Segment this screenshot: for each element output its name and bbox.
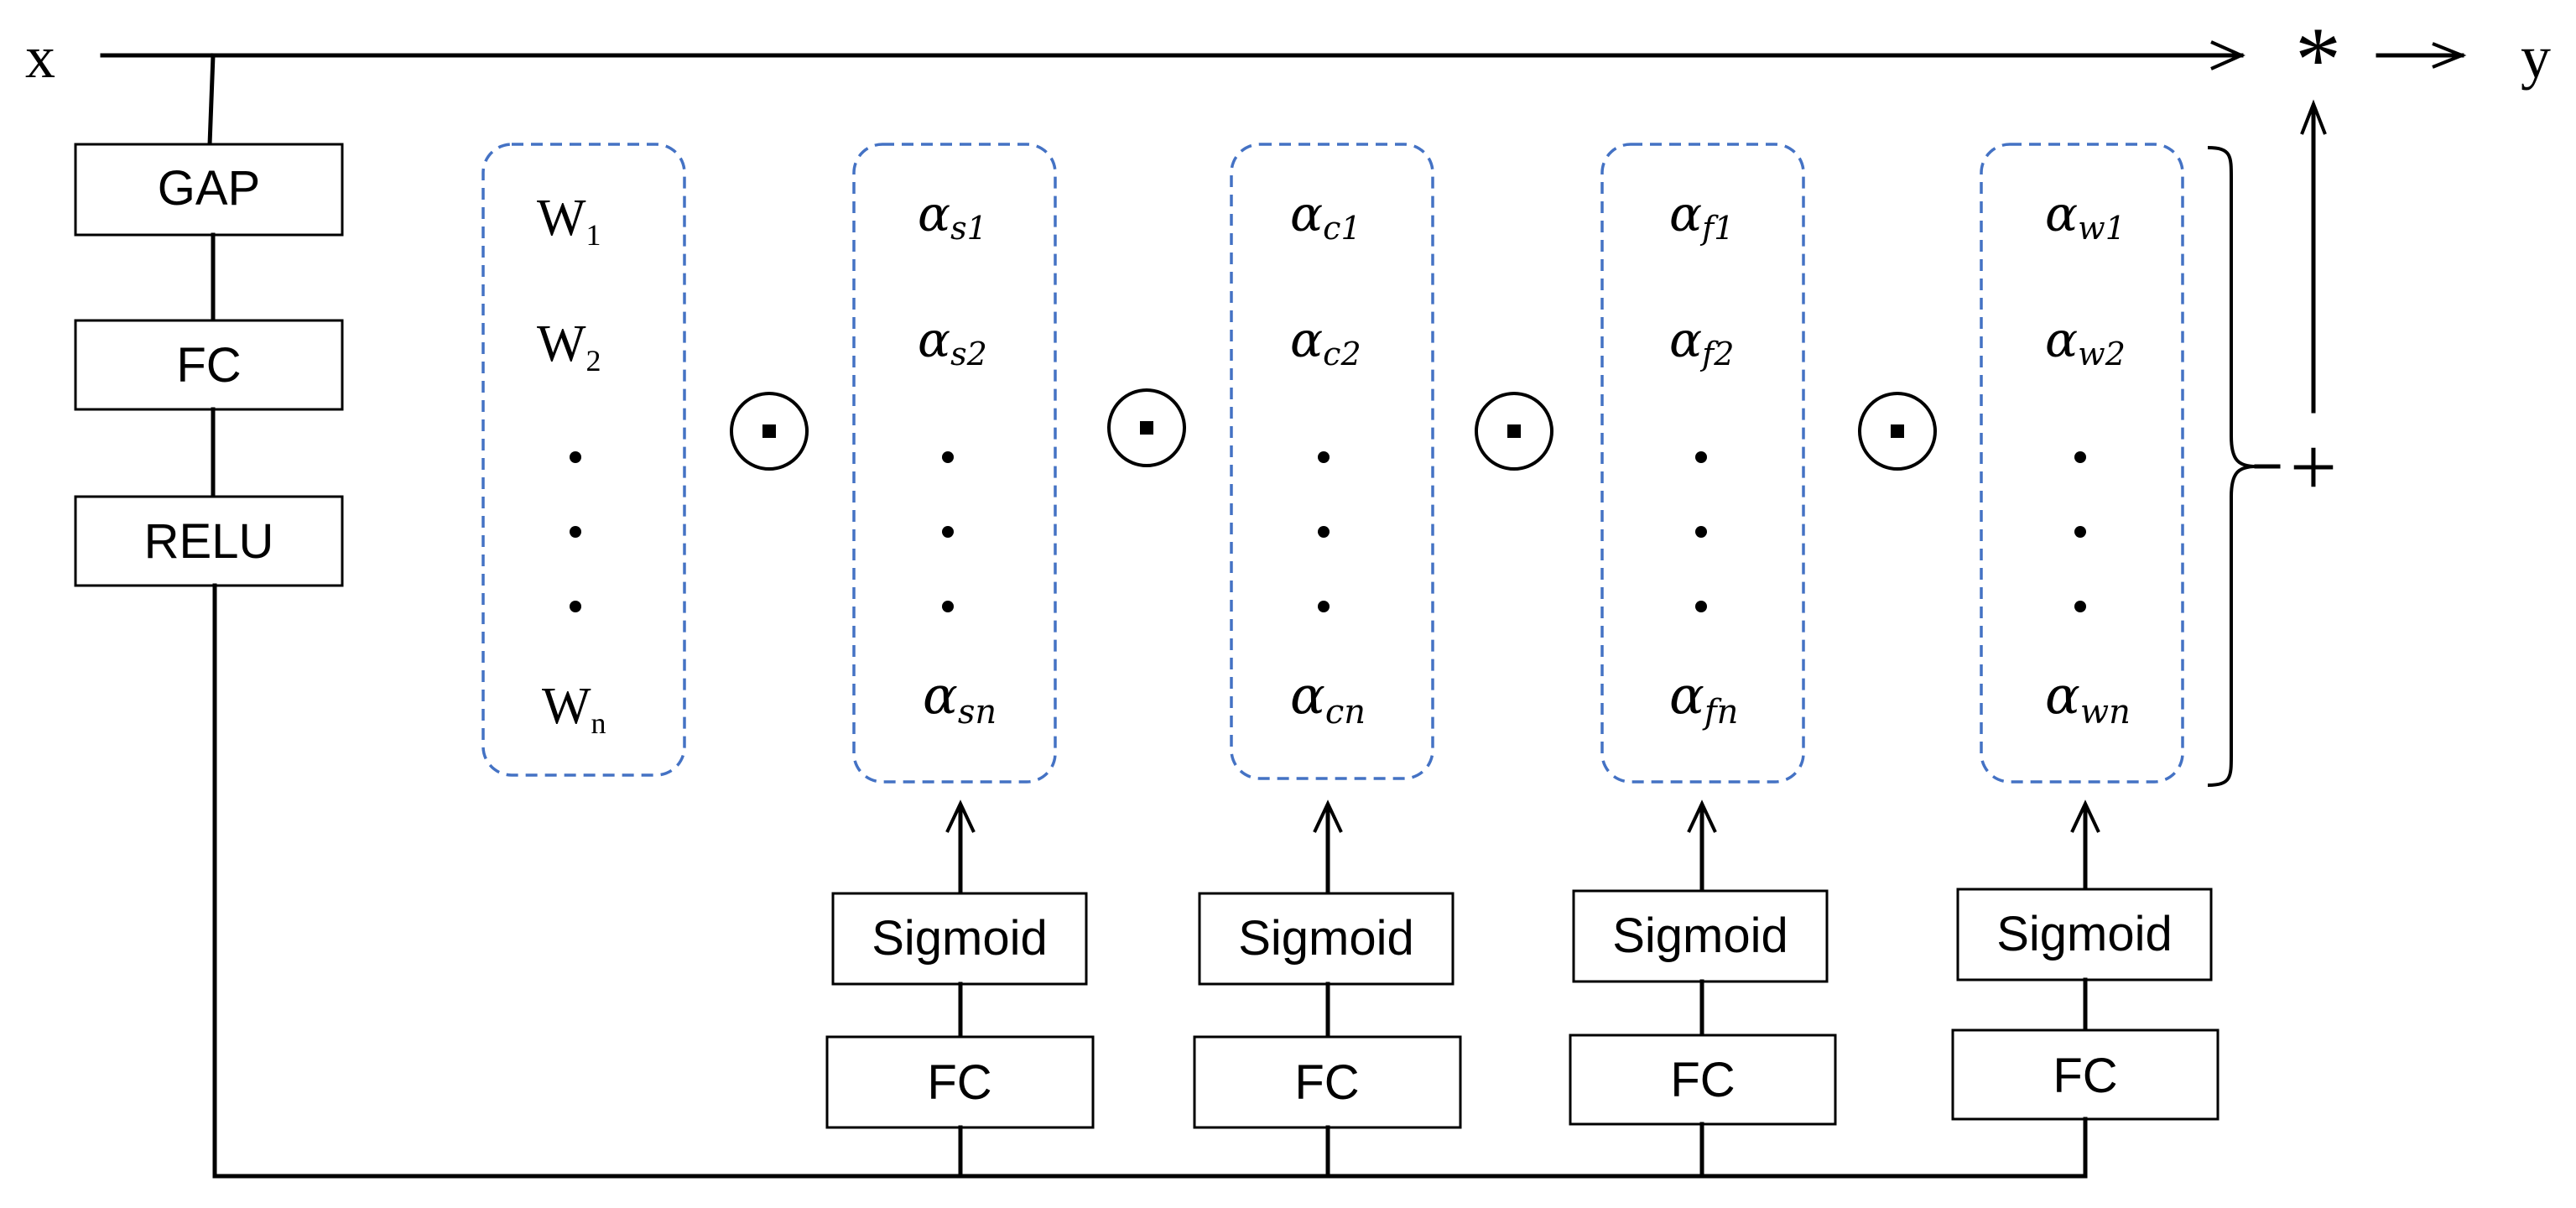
alpha-s-column xyxy=(852,143,1057,784)
ellipsis-dot xyxy=(942,601,954,612)
sigmoid-arrowhead xyxy=(1687,799,1717,833)
alpha-c2: αc2 xyxy=(1290,311,1361,372)
input-x-label: x xyxy=(25,23,55,91)
ellipsis-dot xyxy=(1695,526,1707,538)
fc-label: FC xyxy=(927,1055,991,1110)
ellipsis-dot xyxy=(1695,451,1707,463)
sum-brace xyxy=(2207,146,2257,787)
ellipsis-dot xyxy=(1318,601,1330,612)
hadamard-operator xyxy=(730,392,809,471)
ellipsis-dot xyxy=(2074,526,2086,538)
gap-label: GAP xyxy=(158,161,261,216)
sigmoid-label: Sigmoid xyxy=(872,911,1048,966)
hadamard-operator xyxy=(1858,392,1937,471)
sigmoid-label: Sigmoid xyxy=(1612,909,1788,963)
hadamard-operator xyxy=(1475,392,1553,471)
ellipsis-dot xyxy=(2074,451,2086,463)
branch-s: αs1 αs2 αsn Sigmoid FC xyxy=(825,143,1095,1179)
weight-2: W2 xyxy=(537,315,601,378)
alpha-s1: αs1 xyxy=(918,185,987,247)
alpha-s2: αs2 xyxy=(918,311,987,372)
alpha-c1: αc1 xyxy=(1290,185,1361,247)
ellipsis-dot xyxy=(942,526,954,538)
plus-symbol: + xyxy=(2290,420,2337,513)
relu-box xyxy=(74,495,344,587)
fc-box xyxy=(1193,1035,1462,1129)
relu-label: RELU xyxy=(144,514,274,569)
ellipsis-dot xyxy=(570,601,581,612)
sigmoid-label: Sigmoid xyxy=(1238,911,1414,966)
alpha-f-column xyxy=(1600,143,1805,784)
ellipsis-dot xyxy=(1695,601,1707,612)
alpha-f2: αf2 xyxy=(1669,311,1734,372)
fc-label: FC xyxy=(1294,1055,1359,1110)
ellipsis-dot xyxy=(2074,601,2086,612)
sigmoid-box xyxy=(1572,889,1829,983)
x-to-gap-line xyxy=(207,53,216,147)
alpha-w-column xyxy=(1980,143,2184,784)
ellipsis-dot xyxy=(570,526,581,538)
alpha-fn: αfn xyxy=(1669,664,1738,732)
fc-box xyxy=(1951,1028,2220,1121)
hadamard-operator xyxy=(1107,388,1186,467)
alpha-cn: αcn xyxy=(1290,664,1366,732)
alpha-w1: αw1 xyxy=(2045,185,2126,247)
left-fc-box xyxy=(74,319,344,411)
alpha-wn: αwn xyxy=(2045,664,2131,732)
fc-box xyxy=(1569,1034,1837,1126)
gap-box xyxy=(74,143,344,237)
left-fc-label: FC xyxy=(176,338,241,393)
sigmoid-label: Sigmoid xyxy=(1996,907,2173,961)
weight-n: Wn xyxy=(542,678,606,740)
input-line-arrowhead xyxy=(2210,40,2246,70)
plus-to-multiply-arrowhead xyxy=(2300,99,2327,135)
alpha-f1: αf1 xyxy=(1669,185,1734,247)
branch-f: αf1 αf2 αfn Sigmoid FC xyxy=(1569,143,1837,1179)
ellipsis-dot xyxy=(570,451,581,463)
ellipsis-dot xyxy=(1318,451,1330,463)
sigmoid-arrowhead xyxy=(945,799,976,833)
weights-column xyxy=(481,143,686,777)
ellipsis-dot xyxy=(1318,526,1330,538)
fc-label: FC xyxy=(2053,1049,2117,1103)
sigmoid-arrowhead xyxy=(1313,799,1343,833)
sigmoid-box xyxy=(1956,888,2213,982)
weight-1: W1 xyxy=(537,190,601,252)
output-line-arrowhead xyxy=(2432,42,2467,69)
multiply-symbol: * xyxy=(2295,8,2341,111)
branch-w: αw1 αw2 αwn Sigmoid FC xyxy=(1951,143,2220,1179)
sigmoid-box xyxy=(1198,892,1455,986)
output-y-label: y xyxy=(2521,23,2551,91)
ellipsis-dot xyxy=(942,451,954,463)
fc-label: FC xyxy=(1670,1053,1735,1107)
branch-c: αc1 αc2 αcn Sigmoid FC xyxy=(1193,143,1462,1179)
alpha-sn: αsn xyxy=(923,664,997,732)
alpha-w2: αw2 xyxy=(2045,311,2126,372)
sigmoid-arrowhead xyxy=(2070,799,2100,833)
